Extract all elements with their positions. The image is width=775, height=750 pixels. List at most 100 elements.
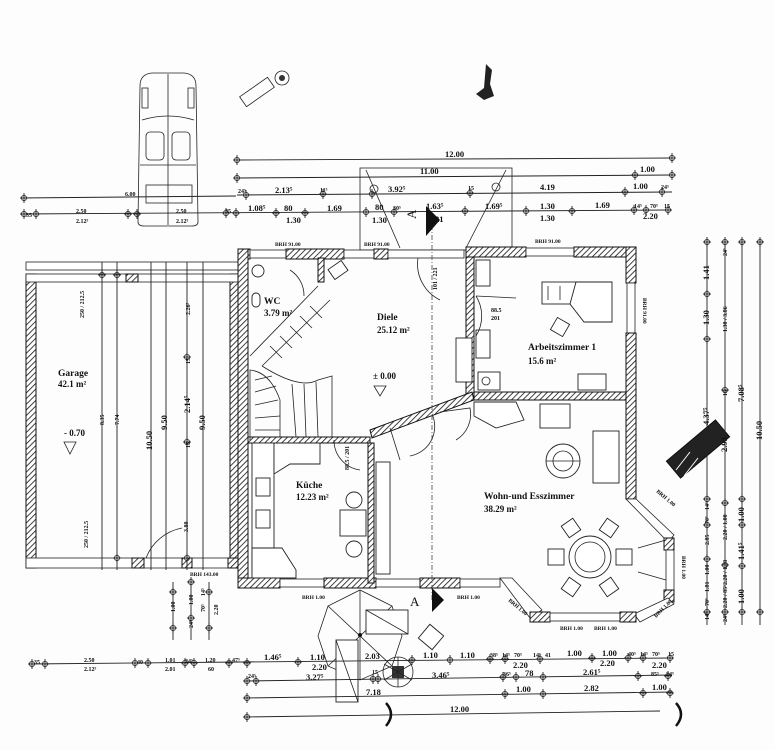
dim-label: 40⁵ [628,652,636,658]
dim-label: 15 [668,652,674,658]
dim-label: 1.10 [310,652,325,662]
dim-label: 24⁵ [666,672,674,678]
dim-label: 2.82 [584,683,599,693]
dim-label: 1.30 [372,215,387,225]
dim-label: 1.00 [652,682,667,692]
door-label-arbeit: 88.5 [491,308,502,314]
dim-label: 14⁵ [201,588,207,596]
dim-label: 85⁵ [651,672,659,678]
dim-label: 1.69⁵ [485,201,503,211]
stove-icon [255,477,271,497]
section-arrow-top-icon [426,206,440,236]
dim-label: 2.20 [513,660,528,670]
wc-room: WC 3.79 m² [251,259,349,318]
level-main: ± 0.00 [373,371,396,381]
dim-label: 1.08⁵ [248,203,266,213]
dim-label: 1.81 [705,582,711,593]
room-name-wc: WC [264,297,281,307]
sink-icon [255,509,271,529]
dim-label: 1.69 [327,203,342,213]
washbasin-icon [251,264,265,278]
dim-label: 60 [208,667,214,673]
dim-label: 78 [525,668,534,678]
dim-label: 1.46⁵ [264,652,282,662]
dim-label: 1.00 [516,684,531,694]
room-area-wc: 3.79 m² [264,308,292,318]
dim-label: 15 [664,204,670,210]
break-mark-icon [675,702,683,727]
brh-label: BRH 91.00 [364,242,390,248]
dim-label: 70⁵ [652,652,660,658]
level-marker-icon [63,441,77,455]
dim-label: 1.00 [171,602,177,613]
dim-label: 2.20 / 1.31 [723,559,729,585]
room-area-arbeitszimmer: 15.6 m² [528,356,556,366]
room-area-wohnen: 38.29 m² [484,504,517,514]
dim-label: 80 [284,203,293,213]
dim-label: 70⁵ [201,604,207,612]
dim-label: 1.10 [423,650,438,660]
dim-label: 1.00 [189,595,195,606]
dim-label: 10.50 [754,421,764,440]
brh-labels: BRH 91.00 BRH 91.00 BRH 91.00 BRH 91.00 … [275,239,686,632]
cabinet-icon [577,373,607,391]
dim-label: 2.61⁵ [583,667,601,677]
door-label-kueche: 88.5 / 201 [345,446,351,470]
dim-label: 2.20 [312,662,327,672]
dim-label: 24⁵ [185,659,193,665]
dim-label: 2.20 [600,658,615,668]
dim-label: 30⁵ [393,206,401,212]
dim-label: 11⁵ [320,188,328,194]
arbeitszimmer-room: 88.5 201 Arbeitszimmer 1 15.6 m² [455,259,613,391]
fireplace-icon [455,337,473,383]
dim-label: 2.12⁵ [176,219,189,225]
dim-label: 4.19 [540,182,555,192]
dim-label: 21 [435,214,444,224]
dim-label: 15 [372,670,378,676]
dim-label: 2.20 [214,605,220,616]
dim-label: 1.30 / 3.86 [723,306,729,332]
dim-label: 1.00 [602,648,617,658]
section-marker-top: A [404,209,419,219]
sideboard-icon [375,461,391,575]
dim-label: 250 / 212.5 [80,291,86,318]
fireplace-hearth-icon [473,401,525,429]
dim-label: 2.20 / 85⁵ [723,585,729,608]
dim-label: 1.41 [701,265,711,280]
brh-garage-bottom: BRH 143.00 [190,572,219,578]
dim-label: 9.50 [159,415,169,430]
dim-label: 6.00 [125,192,136,198]
dimension-chains-right: 1.41 1.30 4.37⁵ 14⁵ 70⁵ 2.85 1.00 1.81 7… [701,236,765,625]
room-name-garage: Garage [58,369,88,379]
door-label-entry: 101 / 221 [433,267,439,290]
dimension-chains-top: 12.00 11.00 1.00 24⁵ 2.13⁵ 11⁵ 3.92⁵ 15 … [19,149,677,225]
dim-overall-12: 12.00 [445,149,464,159]
dim-label: 3.80 [184,522,190,533]
dim-label: 3.46⁵ [432,670,450,680]
brh-label: BRH 1.00 [560,626,583,632]
kueche-room: Küche 12.23 m² 88.5 / 201 [251,439,391,579]
dim-label: 14⁵ [533,653,541,659]
staircase [249,285,333,440]
dim-label: 2.50 [176,209,187,215]
dim-label: 2.01 [165,667,176,673]
chair-icon [345,540,363,558]
room-area-diele: 25.12 m² [377,325,410,335]
dim-label: 1.30 [701,310,711,325]
house-walls [237,246,675,623]
dim-label: 10.50 [144,431,154,450]
dim-label: 15 [468,186,474,192]
dim-label: 2.85 [705,535,711,546]
dim-overall-11: 11.00 [420,166,439,176]
dim-label: 80 [375,202,384,212]
dim-label: 38⁵ [490,653,498,659]
kitchen-counter-top [273,442,321,475]
break-mark-icon [385,702,393,727]
dimension-chains-bottom: 35 2.50 2.12⁵ 40 1.01 2.01 24⁵ 1.20 60 4… [27,648,683,727]
chair-icon [549,316,571,338]
room-area-kueche: 12.23 m² [296,492,329,502]
shelf-icon [475,259,491,287]
brh-label: BRH 91.00 [275,242,301,248]
dim-label: 2.12⁵ [76,219,89,225]
dimension-chains-garage-bottom: 1.00 1.00 24⁵ 70⁵ 14⁵ 2.20 [168,576,220,640]
